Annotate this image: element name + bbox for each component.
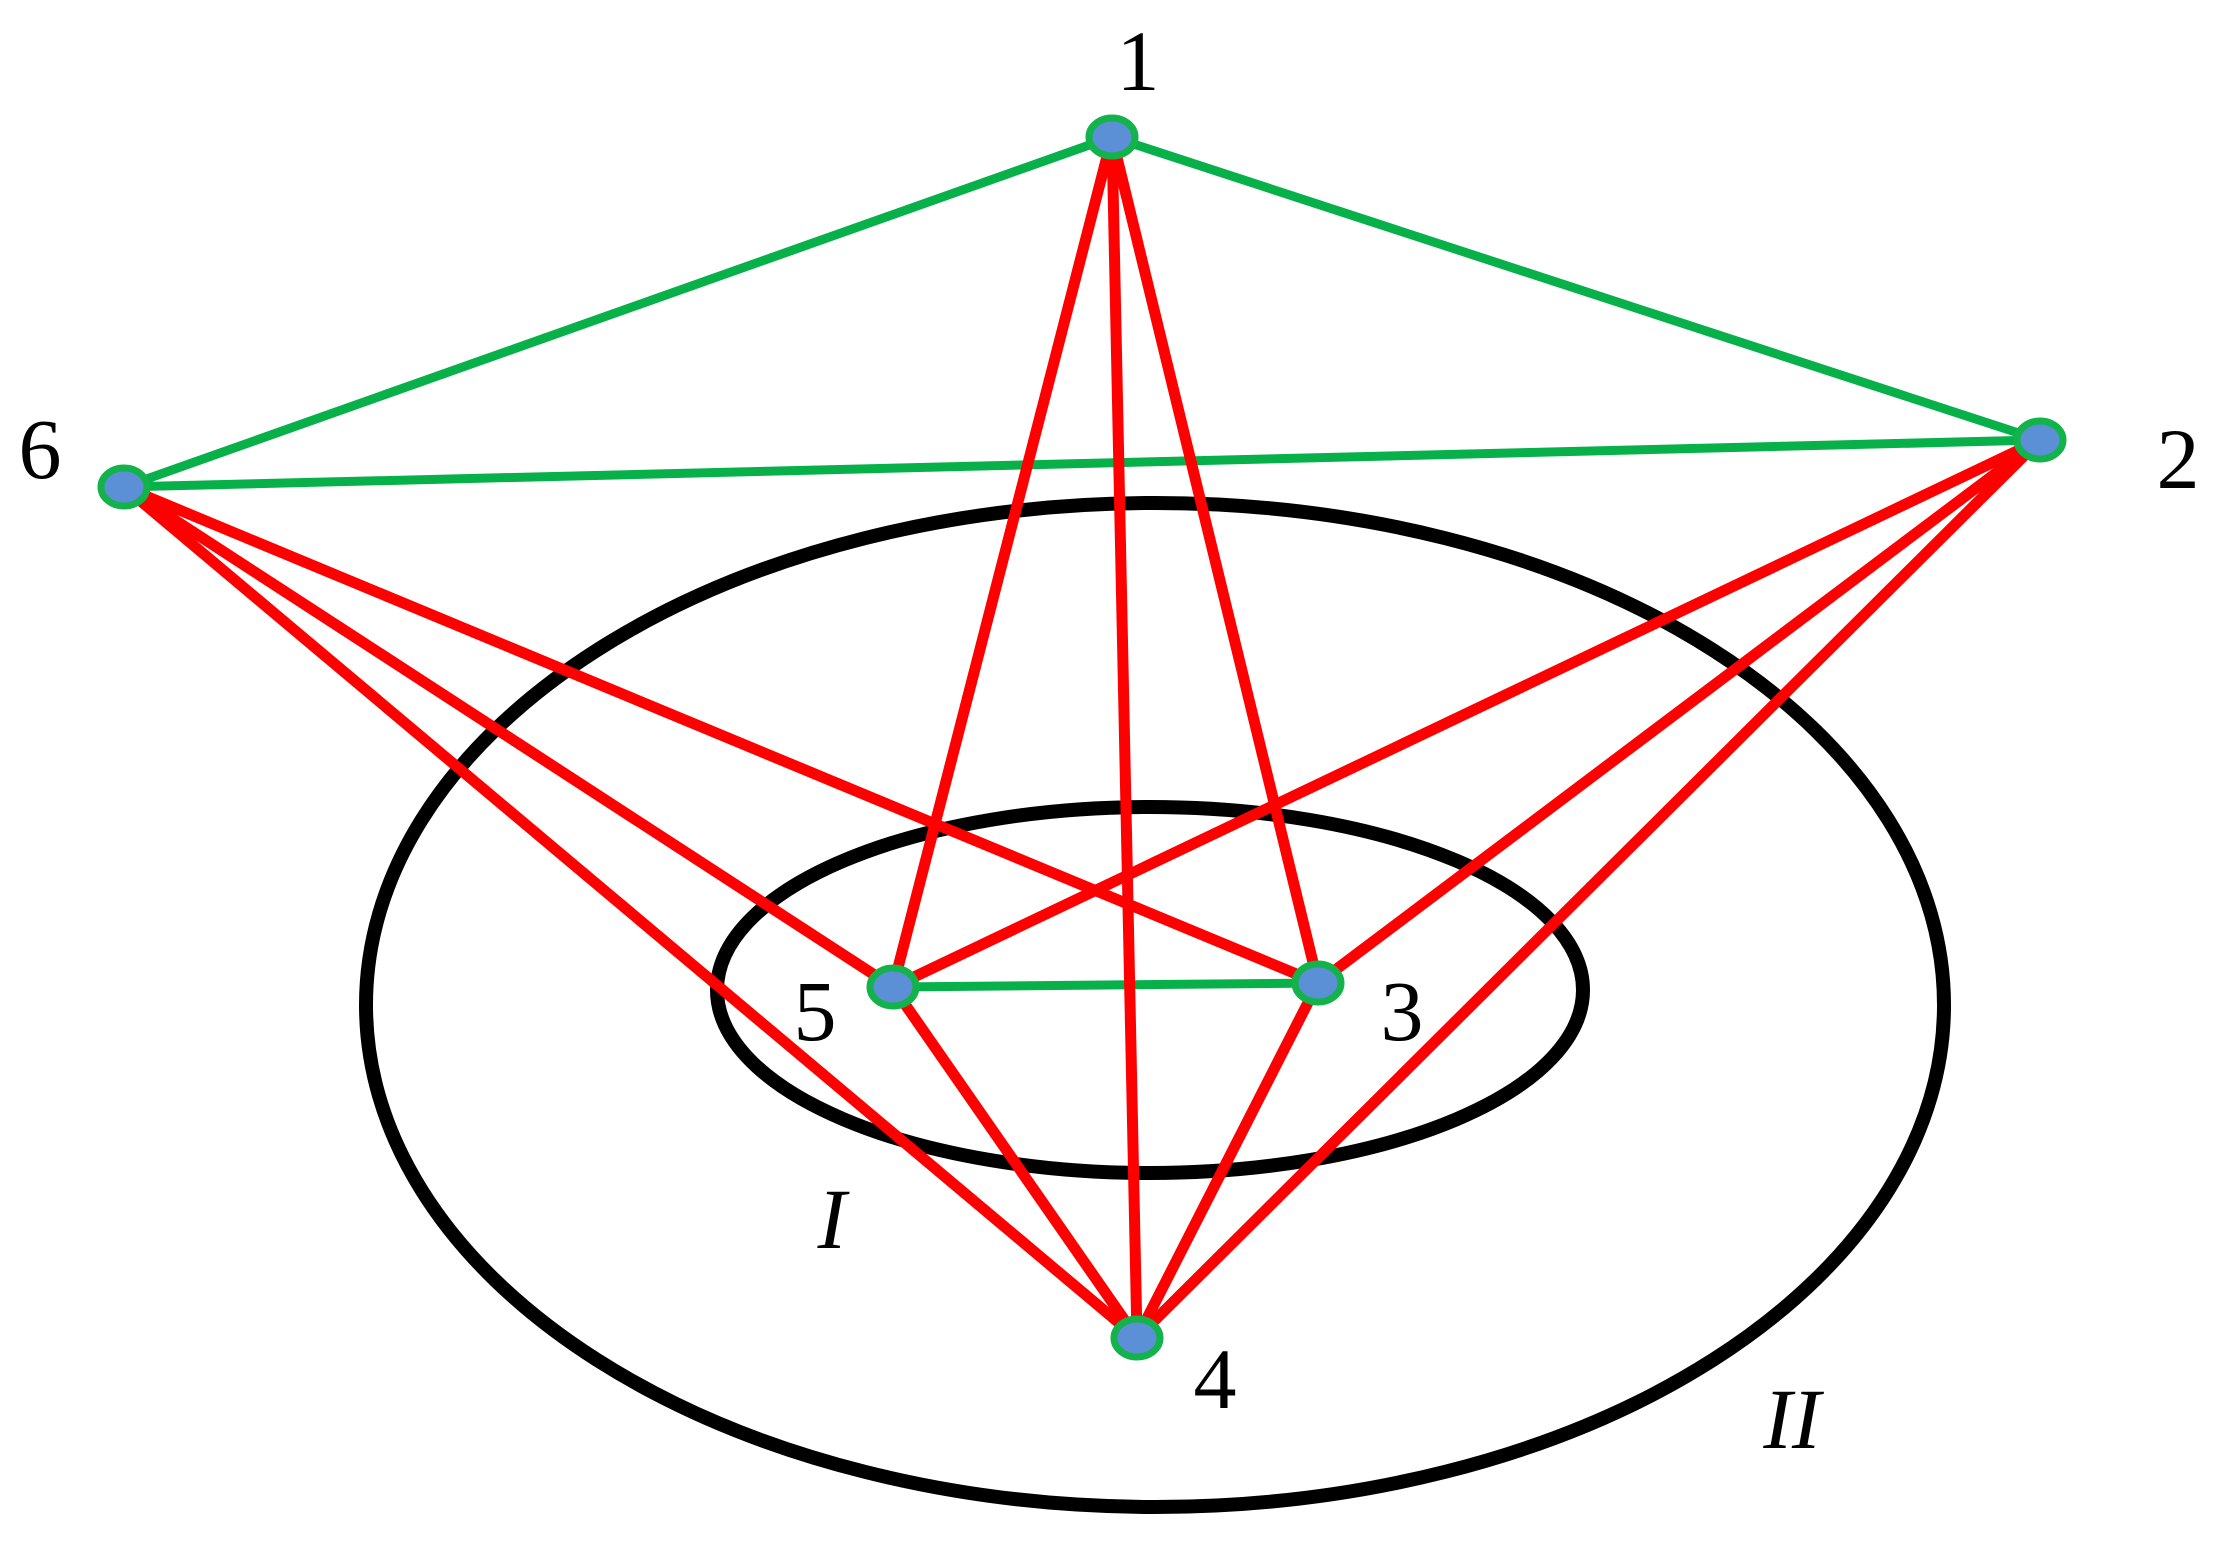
- green-edge-1-2: [1110, 132, 2042, 445]
- labels: 1 2 3 4 5 6 I II: [19, 13, 2200, 1467]
- node-label-1: 1: [1117, 13, 1160, 109]
- node-4: [1110, 1315, 1164, 1361]
- region-outer-ellipse: [359, 496, 1951, 1514]
- red-edge-6-4: [120, 482, 1141, 1343]
- region-label-inner: I: [817, 1171, 850, 1267]
- node-label-6: 6: [19, 401, 62, 497]
- region-boundaries: [359, 496, 1951, 1514]
- green-edge-5-3: [892, 978, 1319, 992]
- node-label-3: 3: [1381, 963, 1424, 1059]
- red-edge-2-4: [1133, 436, 2044, 1342]
- node-2: [2013, 417, 2067, 463]
- red-edge-2-3: [1314, 435, 2044, 988]
- node-label-4: 4: [1194, 1331, 1237, 1427]
- node-label-2: 2: [2157, 411, 2200, 507]
- node-3: [1291, 960, 1345, 1006]
- red-edge-1-4: [1106, 136, 1143, 1339]
- green-edge-1-6: [122, 132, 1114, 492]
- region-label-outer: II: [1762, 1371, 1824, 1467]
- red-edge-6-5: [121, 482, 896, 992]
- nodes: [97, 114, 2067, 1361]
- green-edges: [122, 132, 2042, 992]
- node-6: [97, 464, 151, 510]
- red-edge-1-3: [1106, 135, 1324, 985]
- red-edge-3-4: [1132, 980, 1323, 1341]
- red-edge-1-5: [887, 135, 1118, 989]
- node-1: [1085, 114, 1139, 160]
- node-label-5: 5: [794, 963, 837, 1059]
- green-edge-6-2: [123, 435, 2041, 492]
- red-edge-5-4: [888, 983, 1142, 1342]
- red-edge-6-3: [121, 481, 1321, 989]
- node-5: [866, 964, 920, 1010]
- red-edges: [120, 135, 2044, 1343]
- red-edge-2-5: [890, 435, 2043, 992]
